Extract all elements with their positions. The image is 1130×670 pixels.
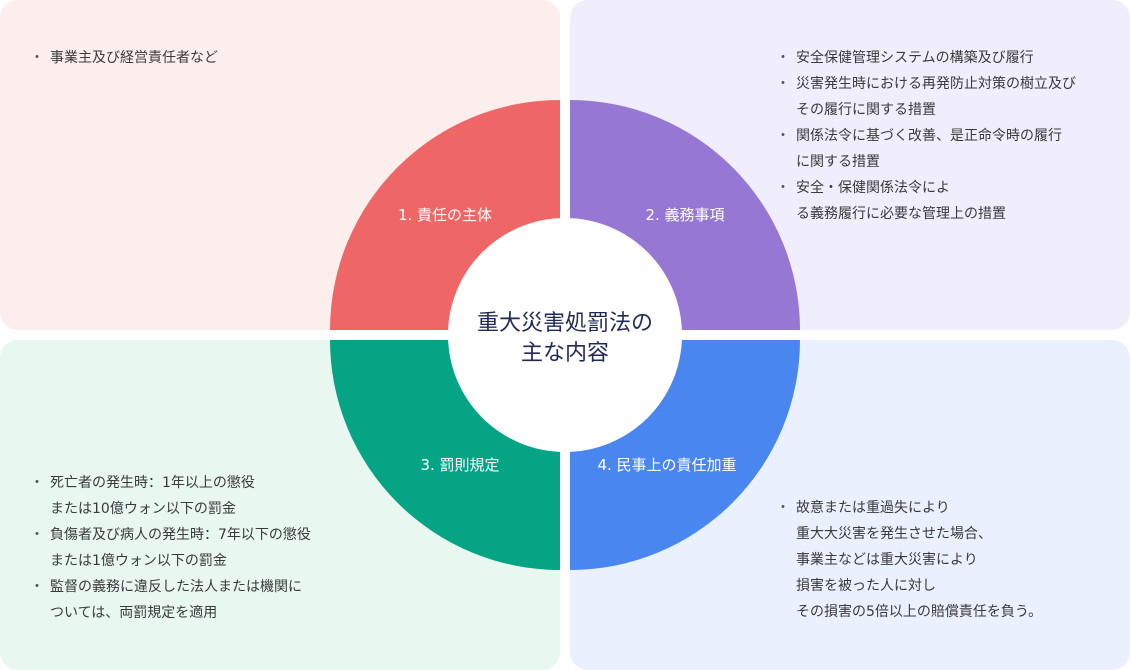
center-circle xyxy=(448,218,682,452)
bullet-list-penalties: 死亡者の発生時：1年以上の懲役 または10億ウォン以下の罰金 負傷者及び病人の発… xyxy=(30,470,311,626)
bullet-list-responsibility-subject: 事業主及び経営責任者など xyxy=(30,45,218,71)
bullet-list-obligations: 安全保健管理システムの構築及び履行 災害発生時における再発防止対策の樹立及び そ… xyxy=(776,45,1076,227)
quadrant-label-penalties: 3. 罰則規定 xyxy=(420,456,499,474)
list-item: 監督の義務に違反した法人または機関に ついては、両罰規定を適用 xyxy=(30,574,311,626)
quadrant-label-responsibility-subject: 1. 責任の主体 xyxy=(398,206,492,224)
bullet-list-civil-liability: 故意または重過失により 重大大災害を発生させた場合、 事業主などは重大災害により… xyxy=(776,495,1042,625)
center-title-line2: 主な内容 xyxy=(521,341,609,366)
quadrant-label-civil-liability: 4. 民事上の責任加重 xyxy=(597,456,736,474)
list-item: 関係法令に基づく改善、是正命令時の履行 に関する措置 xyxy=(776,123,1076,175)
quadrant-label-obligations: 2. 義務事項 xyxy=(645,206,724,224)
list-item: 事業主及び経営責任者など xyxy=(30,45,218,71)
list-item: 安全保健管理システムの構築及び履行 xyxy=(776,45,1076,71)
list-item: 安全・保健関係法令によ る義務履行に必要な管理上の措置 xyxy=(776,175,1076,227)
center-title-line1: 重大災害処罰法の xyxy=(477,311,653,336)
list-item: 災害発生時における再発防止対策の樹立及び その履行に関する措置 xyxy=(776,71,1076,123)
list-item: 死亡者の発生時：1年以上の懲役 または10億ウォン以下の罰金 xyxy=(30,470,311,522)
list-item: 故意または重過失により 重大大災害を発生させた場合、 事業主などは重大災害により… xyxy=(776,495,1042,625)
list-item: 負傷者及び病人の発生時：7年以下の懲役 または1億ウォン以下の罰金 xyxy=(30,522,311,574)
